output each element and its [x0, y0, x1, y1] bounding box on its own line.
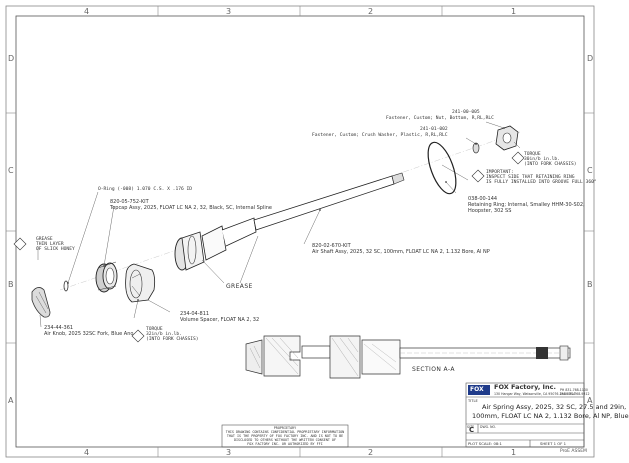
- torque-note-line: TORQUE: [524, 152, 541, 157]
- retaining-ring-description: Hoopster, 302 SS: [468, 208, 512, 214]
- plot-scale: PLOT SCALE: 08:1: [468, 441, 502, 446]
- zone-col-label: 4: [84, 7, 90, 16]
- zone-row-label: B: [8, 280, 14, 289]
- torque-note-line: (INTO FORK CHASSIS): [524, 162, 577, 167]
- drawing-canvas: [5, 5, 595, 458]
- fox-logo-text: FOX: [470, 386, 484, 393]
- zone-row-label: B: [587, 280, 593, 289]
- company-fax: FAX 831-768-9312: [560, 392, 590, 396]
- company-address: 130 Hangar Way, Watsonville, CA 95076-24…: [494, 392, 576, 396]
- drawing-sheet: 4 3 2 1 4 3 2 1 D C B A D C B A O-Ring (…: [5, 5, 629, 458]
- zone-row-label: C: [587, 166, 593, 175]
- zone-row-label: C: [8, 166, 14, 175]
- washer-description: Fastener, Custom; Crush Washer, Plastic,…: [312, 133, 448, 138]
- company-phone: PH 831-768-1100: [560, 388, 588, 392]
- grease-note-line: THIN LAYER: [36, 242, 64, 247]
- zone-row-label: A: [8, 396, 14, 405]
- air-knob-description: Air Knob, 2025 32SC Fork, Blue Ano: [44, 331, 134, 337]
- zone-col-label: 1: [511, 7, 517, 16]
- proprietary-line: PROPRIETARY: [273, 426, 297, 430]
- torque-note-line: TORQUE: [146, 327, 163, 332]
- grease-note-line: OF SLICK HONEY: [36, 247, 75, 252]
- proprietary-line: THAT IS THE PROPERTY OF FOX FACTORY INC.…: [226, 434, 344, 438]
- company-name: FOX Factory, Inc.: [494, 383, 556, 391]
- size-label: SIZE: [467, 425, 475, 429]
- title-label: TITLE: [468, 399, 478, 403]
- retaining-ring-part: [427, 141, 457, 195]
- o-ring-part: [63, 280, 69, 292]
- section-label: SECTION A-A: [412, 366, 455, 373]
- torque-note-line: (INTO FORK CHASSIS): [146, 337, 199, 342]
- drawing-number-label: DWG. NO.: [480, 425, 496, 429]
- retaining-ring-description: Retaining Ring; Internal, Smalley HHM-30…: [468, 202, 585, 208]
- proprietary-line: FOX FACTORY INC. OR AUTHORIZED BY FFI: [247, 442, 323, 446]
- important-note-marker: [471, 169, 485, 183]
- sheet-number: SHEET 1 OF 1: [540, 441, 567, 446]
- volume-spacer-description: Volume Spacer, FLOAT NA 2, 32: [180, 317, 260, 323]
- zone-col-label: 2: [368, 7, 374, 16]
- proe-label: ProE ASSEM: [560, 449, 587, 454]
- grease-note-line: GREASE: [36, 237, 53, 242]
- crush-washer-part: [472, 142, 480, 154]
- torque-note-line: 30in/b in.lb.: [524, 157, 560, 162]
- air-knob-part: [31, 287, 51, 318]
- nut-part-number: 241-00-005: [452, 110, 480, 115]
- air-knob-part-number: 234-44-361: [44, 325, 74, 331]
- zone-col-label: 1: [511, 448, 517, 457]
- air-shaft-description: Air Shaft Assy, 2025, 32 SC, 100mm, FLOA…: [312, 249, 490, 255]
- title-line-2: 100mm, FLOAT LC NA 2, 1.132 Bore, Al NP,…: [472, 412, 629, 420]
- proprietary-notice: PROPRIETARY THIS DRAWING CONTAINS CONFID…: [224, 426, 346, 446]
- oring-callout: O-Ring (-008) 1.070 C.S. X .176 ID: [98, 187, 193, 192]
- torque-note-marker: [131, 329, 145, 343]
- grease-label: GREASE: [226, 283, 253, 290]
- topcap-part: [95, 261, 118, 293]
- grease-note-marker: [13, 237, 27, 251]
- zone-col-label: 4: [84, 448, 90, 457]
- proprietary-line: DISCLOSED TO OTHERS WITHOUT THE WRITTEN …: [233, 438, 337, 442]
- volume-spacer-part: [125, 263, 156, 303]
- topcap-description: Topcap Assy, 2025, FLOAT LC NA 2, 32, Bl…: [110, 205, 272, 211]
- volume-spacer-part-number: 234-04-811: [180, 311, 210, 317]
- section-a-a-view: [245, 335, 571, 379]
- zone-row-label: D: [8, 54, 15, 63]
- torque-note-line: 32in/b in.lb.: [146, 332, 182, 337]
- air-shaft-part-number: 820-02-670-KIT: [312, 243, 351, 249]
- fox-logo: [468, 385, 490, 395]
- important-note-line: IS FULLY INSTALLED INTO GROOVE FULL 360°: [486, 180, 597, 185]
- title-block-frame: [221, 382, 585, 448]
- zone-col-label: 3: [226, 448, 232, 457]
- title-line-1: Air Spring Assy, 2025, 32 SC, 27.5 and 2…: [482, 403, 627, 411]
- size-value: C: [469, 426, 475, 434]
- important-note-line: IMPORTANT:: [486, 170, 514, 175]
- topcap-part-number: 820-05-752-KIT: [110, 199, 149, 205]
- important-note-line: INSPECT SIDE THAT RETAINING RING: [486, 175, 575, 180]
- zone-col-label: 2: [368, 448, 374, 457]
- washer-part-number: 241-01-002: [420, 127, 448, 132]
- air-shaft-part: [174, 172, 405, 271]
- nut-description: Fastener, Custom; Nut, Bottom, R,RL,RLC: [386, 116, 494, 121]
- bottom-nut-part: [495, 125, 519, 151]
- retaining-ring-part-number: 038-00-144: [468, 196, 498, 202]
- zone-row-label: A: [587, 396, 593, 405]
- zone-row-label: D: [587, 54, 594, 63]
- proprietary-line: THIS DRAWING CONTAINS CONFIDENTIAL PROPR…: [225, 430, 345, 434]
- torque-note-marker-2: [511, 151, 525, 165]
- zone-col-label: 3: [226, 7, 232, 16]
